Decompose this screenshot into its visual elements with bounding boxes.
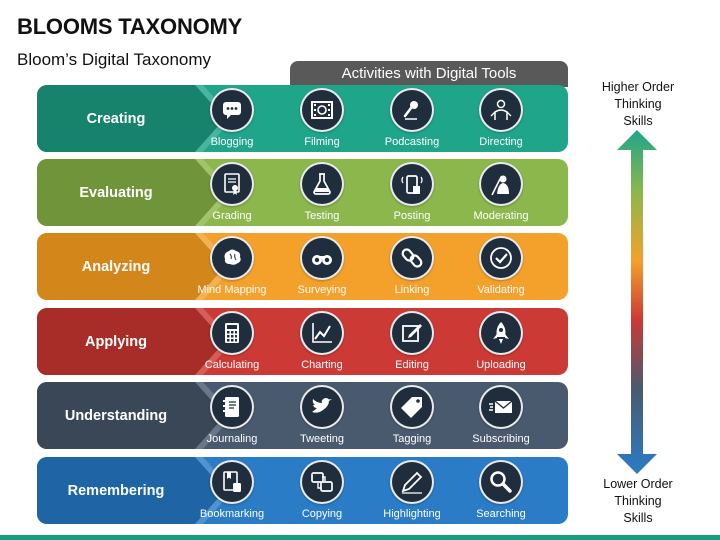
- tool-subscribing: Subscribing: [446, 382, 556, 449]
- tool-highlighting: Highlighting: [357, 457, 467, 524]
- tag-icon: [390, 385, 434, 429]
- level-label: Creating: [37, 85, 195, 152]
- moderator-icon: [479, 162, 523, 206]
- tool-label: Validating: [477, 284, 525, 296]
- tool-charting: Charting: [267, 308, 377, 375]
- checkmark-icon: [479, 236, 523, 280]
- tool-mind-mapping: Mind Mapping: [177, 233, 287, 300]
- tool-blogging: Blogging: [177, 85, 287, 152]
- tool-label: Uploading: [476, 359, 526, 371]
- tool-tagging: Tagging: [357, 382, 467, 449]
- tool-grading: Grading: [177, 159, 287, 226]
- tool-label: Surveying: [297, 284, 347, 296]
- tool-label: Mind Mapping: [197, 284, 267, 296]
- line-chart-icon: [300, 311, 344, 355]
- pencil-icon: [390, 460, 434, 504]
- scale-bottom-line-2: Thinking: [614, 494, 662, 508]
- rocket-icon: [479, 311, 523, 355]
- scale-bottom-line-1: Lower Order: [603, 477, 673, 491]
- tool-tweeting: Tweeting: [267, 382, 377, 449]
- tool-label: Moderating: [473, 210, 529, 222]
- microphone-icon: [390, 88, 434, 132]
- certificate-icon: [210, 162, 254, 206]
- tool-label: Filming: [304, 136, 340, 148]
- tool-label: Blogging: [210, 136, 254, 148]
- lower-order-label: Lower Order Thinking Skills: [593, 476, 683, 527]
- tool-directing: Directing: [446, 85, 556, 152]
- page-title: BLOOMS TAXONOMY: [17, 14, 243, 39]
- scale-bottom-line-3: Skills: [623, 511, 653, 525]
- thinking-skills-arrow: [617, 130, 657, 474]
- tool-label: Grading: [212, 210, 252, 222]
- envelope-icon: [479, 385, 523, 429]
- tool-label: Podcasting: [384, 136, 440, 148]
- tool-uploading: Uploading: [446, 308, 556, 375]
- chain-link-icon: [390, 236, 434, 280]
- level-label: Remembering: [37, 457, 195, 524]
- edit-icon: [390, 311, 434, 355]
- tool-label: Bookmarking: [199, 508, 265, 520]
- tool-label: Highlighting: [383, 508, 441, 520]
- calculator-icon: [210, 311, 254, 355]
- bookmark-icon: [210, 460, 254, 504]
- tool-surveying: Surveying: [267, 233, 377, 300]
- film-icon: [300, 88, 344, 132]
- footer-bar: [0, 535, 720, 540]
- level-label: Applying: [37, 308, 195, 375]
- brain-icon: [210, 236, 254, 280]
- tool-label: Directing: [479, 136, 523, 148]
- journal-icon: [210, 385, 254, 429]
- tool-label: Linking: [394, 284, 430, 296]
- tool-calculating: Calculating: [177, 308, 287, 375]
- scale-top-line-2: Thinking: [614, 97, 662, 111]
- tool-label: Tagging: [392, 433, 432, 445]
- level-label: Analyzing: [37, 233, 195, 300]
- tool-label: Journaling: [206, 433, 258, 445]
- scale-top-line-1: Higher Order: [601, 80, 675, 94]
- tool-testing: Testing: [267, 159, 377, 226]
- copy-icon: [300, 460, 344, 504]
- tool-label: Editing: [395, 359, 429, 371]
- higher-order-label: Higher Order Thinking Skills: [593, 79, 683, 130]
- bird-icon: [300, 385, 344, 429]
- tool-searching: Searching: [446, 457, 556, 524]
- phone-post-icon: [390, 162, 434, 206]
- tool-moderating: Moderating: [446, 159, 556, 226]
- activities-header: Activities with Digital Tools: [290, 61, 568, 87]
- page-subtitle: Bloom’s Digital Taxonomy: [17, 50, 212, 69]
- tool-copying: Copying: [267, 457, 377, 524]
- tool-label: Copying: [301, 508, 343, 520]
- tool-label: Calculating: [204, 359, 260, 371]
- tool-label: Subscribing: [472, 433, 530, 445]
- tool-label: Searching: [476, 508, 526, 520]
- tool-filming: Filming: [267, 85, 377, 152]
- tool-linking: Linking: [357, 233, 467, 300]
- chat-bubble-icon: [210, 88, 254, 132]
- flask-icon: [300, 162, 344, 206]
- tool-label: Posting: [393, 210, 431, 222]
- magnifier-icon: [479, 460, 523, 504]
- tool-podcasting: Podcasting: [357, 85, 467, 152]
- tool-label: Charting: [301, 359, 343, 371]
- tool-posting: Posting: [357, 159, 467, 226]
- binoculars-icon: [300, 236, 344, 280]
- tool-validating: Validating: [446, 233, 556, 300]
- director-icon: [479, 88, 523, 132]
- tool-bookmarking: Bookmarking: [177, 457, 287, 524]
- scale-top-line-3: Skills: [623, 114, 653, 128]
- level-label: Understanding: [37, 382, 195, 449]
- tool-label: Tweeting: [299, 433, 345, 445]
- tool-journaling: Journaling: [177, 382, 287, 449]
- level-label: Evaluating: [37, 159, 195, 226]
- tool-editing: Editing: [357, 308, 467, 375]
- tool-label: Testing: [304, 210, 340, 222]
